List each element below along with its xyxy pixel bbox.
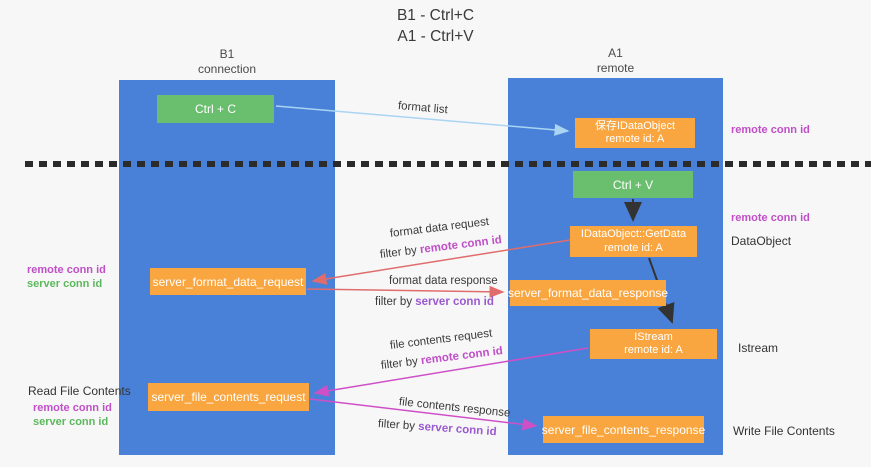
server-file-contents-request-label: server_file_contents_request [151, 390, 306, 404]
file-contents-response-filter-annotation: filter by server conn id [378, 418, 497, 438]
title-line-2: A1 - Ctrl+V [397, 28, 474, 45]
getdata-box: IDataObject::GetData remote id: A [570, 226, 697, 257]
write-file-contents-label: Write File Contents [733, 424, 835, 438]
istream-line2: remote id: A [624, 344, 683, 356]
dashed-separator-line [25, 161, 871, 167]
filter-by-text: filter by [375, 296, 416, 308]
format-data-response-filter-annotation: filter by server conn id [375, 296, 494, 308]
remote-conn-id-text: remote conn id [419, 234, 503, 257]
lane-b1-role: connection [197, 62, 257, 76]
lane-a1-role: remote [596, 61, 635, 75]
save-dataobject-line1: 保存IDataObject [594, 119, 676, 132]
server-conn-id-label-top-left: server conn id [27, 278, 103, 290]
filter-by-text: filter by [379, 244, 421, 261]
filter-by-text: filter by [377, 418, 419, 433]
server-conn-id-text: server conn id [417, 420, 498, 439]
server-file-contents-request-box: server_file_contents_request [148, 383, 309, 411]
ctrl-v-label: Ctrl + V [612, 177, 654, 192]
filter-by-text: filter by [380, 355, 422, 372]
remote-conn-id-label-top-right: remote conn id [731, 124, 810, 136]
lane-header-b1: B1 connection [119, 47, 335, 77]
remote-conn-id-label-mid-right: remote conn id [731, 212, 810, 224]
title-line-1: B1 - Ctrl+C [396, 7, 475, 24]
server-file-contents-response-box: server_file_contents_response [541, 416, 706, 443]
diagram-title: B1 - Ctrl+C A1 - Ctrl+V [0, 5, 871, 47]
server-conn-id-label-bottom-left: server conn id [33, 416, 109, 428]
lane-header-a1: A1 remote [508, 46, 723, 76]
server-format-data-response-box: server_format_data_response [507, 280, 669, 306]
remote-conn-id-text: remote conn id [420, 345, 504, 368]
server-file-contents-response-label: server_file_contents_response [541, 422, 706, 437]
lane-b1-name: B1 [219, 47, 235, 61]
ctrl-c-box: Ctrl + C [157, 95, 274, 123]
read-file-contents-label: Read File Contents [28, 384, 131, 398]
save-dataobject-line2: remote id: A [605, 133, 665, 145]
istream-box: IStream remote id: A [590, 329, 717, 359]
file-contents-response-annotation: file contents response [398, 396, 511, 420]
format-list-annotation: format list [397, 100, 449, 117]
remote-conn-id-label-bottom-left: remote conn id [33, 402, 112, 414]
server-format-data-request-box: server_format_data_request [150, 268, 306, 295]
lane-a1-name: A1 [608, 46, 623, 60]
istream-line1: IStream [634, 330, 673, 343]
server-format-data-response-label: server_format_data_response [507, 286, 669, 300]
server-conn-id-text: server conn id [415, 296, 494, 308]
getdata-line1: IDataObject::GetData [580, 228, 687, 240]
format-data-response-annotation: format data response [389, 275, 498, 287]
format-data-response-arrow [306, 285, 505, 298]
ctrl-c-label: Ctrl + C [194, 102, 236, 116]
istream-label: Istream [738, 341, 779, 355]
remote-conn-id-label-top-left: remote conn id [27, 264, 106, 276]
ctrl-v-box: Ctrl + V [573, 171, 693, 198]
server-format-data-request-label: server_format_data_request [152, 274, 304, 289]
getdata-line2: remote id: A [604, 241, 663, 254]
save-dataobject-box: 保存IDataObject remote id: A [575, 118, 695, 148]
dataobject-label: DataObject [731, 234, 792, 248]
